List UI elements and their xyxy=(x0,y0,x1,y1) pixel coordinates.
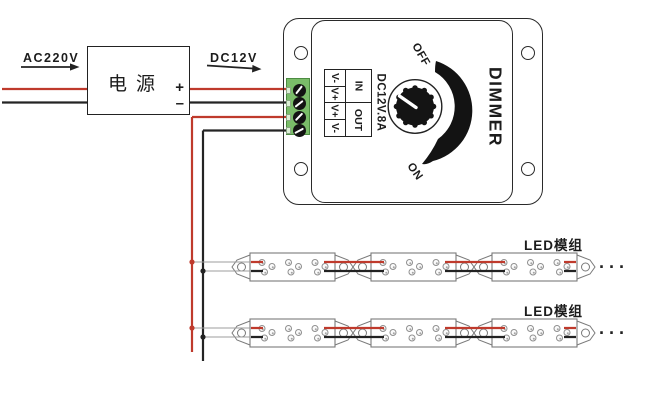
dc-output-label: DC12V xyxy=(210,51,258,65)
wire-entry-notch xyxy=(286,100,291,107)
wire-entry-notch xyxy=(286,113,291,121)
dimmer-brand-label: DIMMER xyxy=(486,67,506,147)
terminal-screw-icon xyxy=(292,83,306,97)
mounting-hole-icon xyxy=(294,46,308,60)
led-row-1 xyxy=(189,253,595,281)
terminal-screw-icon xyxy=(292,97,306,110)
terminal-cell-out-vminus: V- xyxy=(328,122,341,133)
mounting-hole-icon xyxy=(294,162,308,176)
power-supply-box: 电源 + – xyxy=(87,46,190,115)
dimmer-face-plate xyxy=(311,20,513,203)
mounting-hole-icon xyxy=(521,162,535,176)
positive-terminal-label: + xyxy=(175,79,184,96)
power-supply-label: 电源 xyxy=(107,74,164,95)
led-row-1-ellipsis: ··· xyxy=(599,257,629,277)
terminal-cell-out-vplus: V+ xyxy=(325,103,345,120)
flow-arrow-dc-icon xyxy=(206,64,262,73)
led-row-1-label: LED模组 xyxy=(524,238,583,253)
flow-arrow-ac-icon xyxy=(21,63,80,71)
terminal-screw-icon xyxy=(292,110,306,124)
terminal-cell-in-vminus: V- xyxy=(325,70,345,87)
dial-arc-icon xyxy=(422,61,473,165)
negative-terminal-label: – xyxy=(175,95,184,112)
rating-label: DC12V.8A xyxy=(375,73,387,132)
terminal-header-in: IN xyxy=(346,70,371,103)
ac-input-label: AC220V xyxy=(23,51,80,65)
knob-pointer-icon xyxy=(397,94,418,110)
led-row-2-label: LED模组 xyxy=(524,304,583,319)
terminal-cell-in-vplus: V+ xyxy=(325,87,345,103)
wire-entry-notch xyxy=(286,127,291,134)
wire-positive xyxy=(2,87,289,352)
terminal-table: V- V+ V+ V- IN OUT xyxy=(324,69,372,137)
mounting-hole-icon xyxy=(521,46,535,60)
led-row-2 xyxy=(189,319,595,347)
dimmer-base-plate xyxy=(283,18,543,205)
led-row-2-ellipsis: ··· xyxy=(599,323,629,343)
terminal-screw-icon xyxy=(292,124,306,137)
terminal-header-out: OUT xyxy=(352,108,365,131)
terminal-block xyxy=(286,78,310,137)
wire-negative xyxy=(2,101,289,361)
wire-entry-notch xyxy=(286,86,291,94)
